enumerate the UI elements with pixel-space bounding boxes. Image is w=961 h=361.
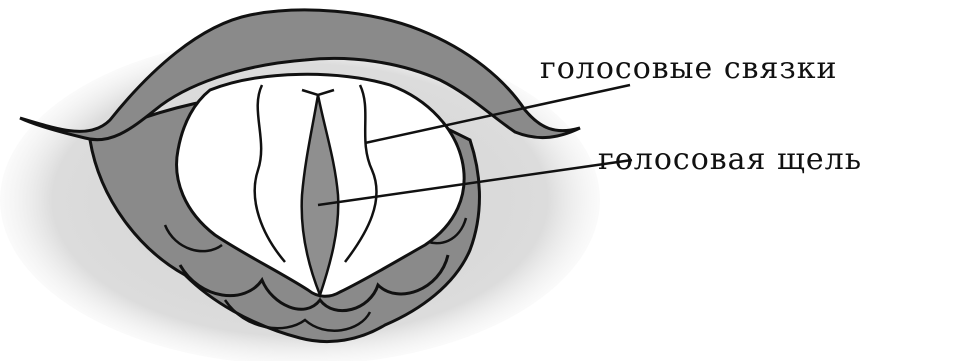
label-vocal-folds: голосовые связки	[540, 52, 838, 86]
label-glottis: голосовая щель	[598, 143, 862, 177]
